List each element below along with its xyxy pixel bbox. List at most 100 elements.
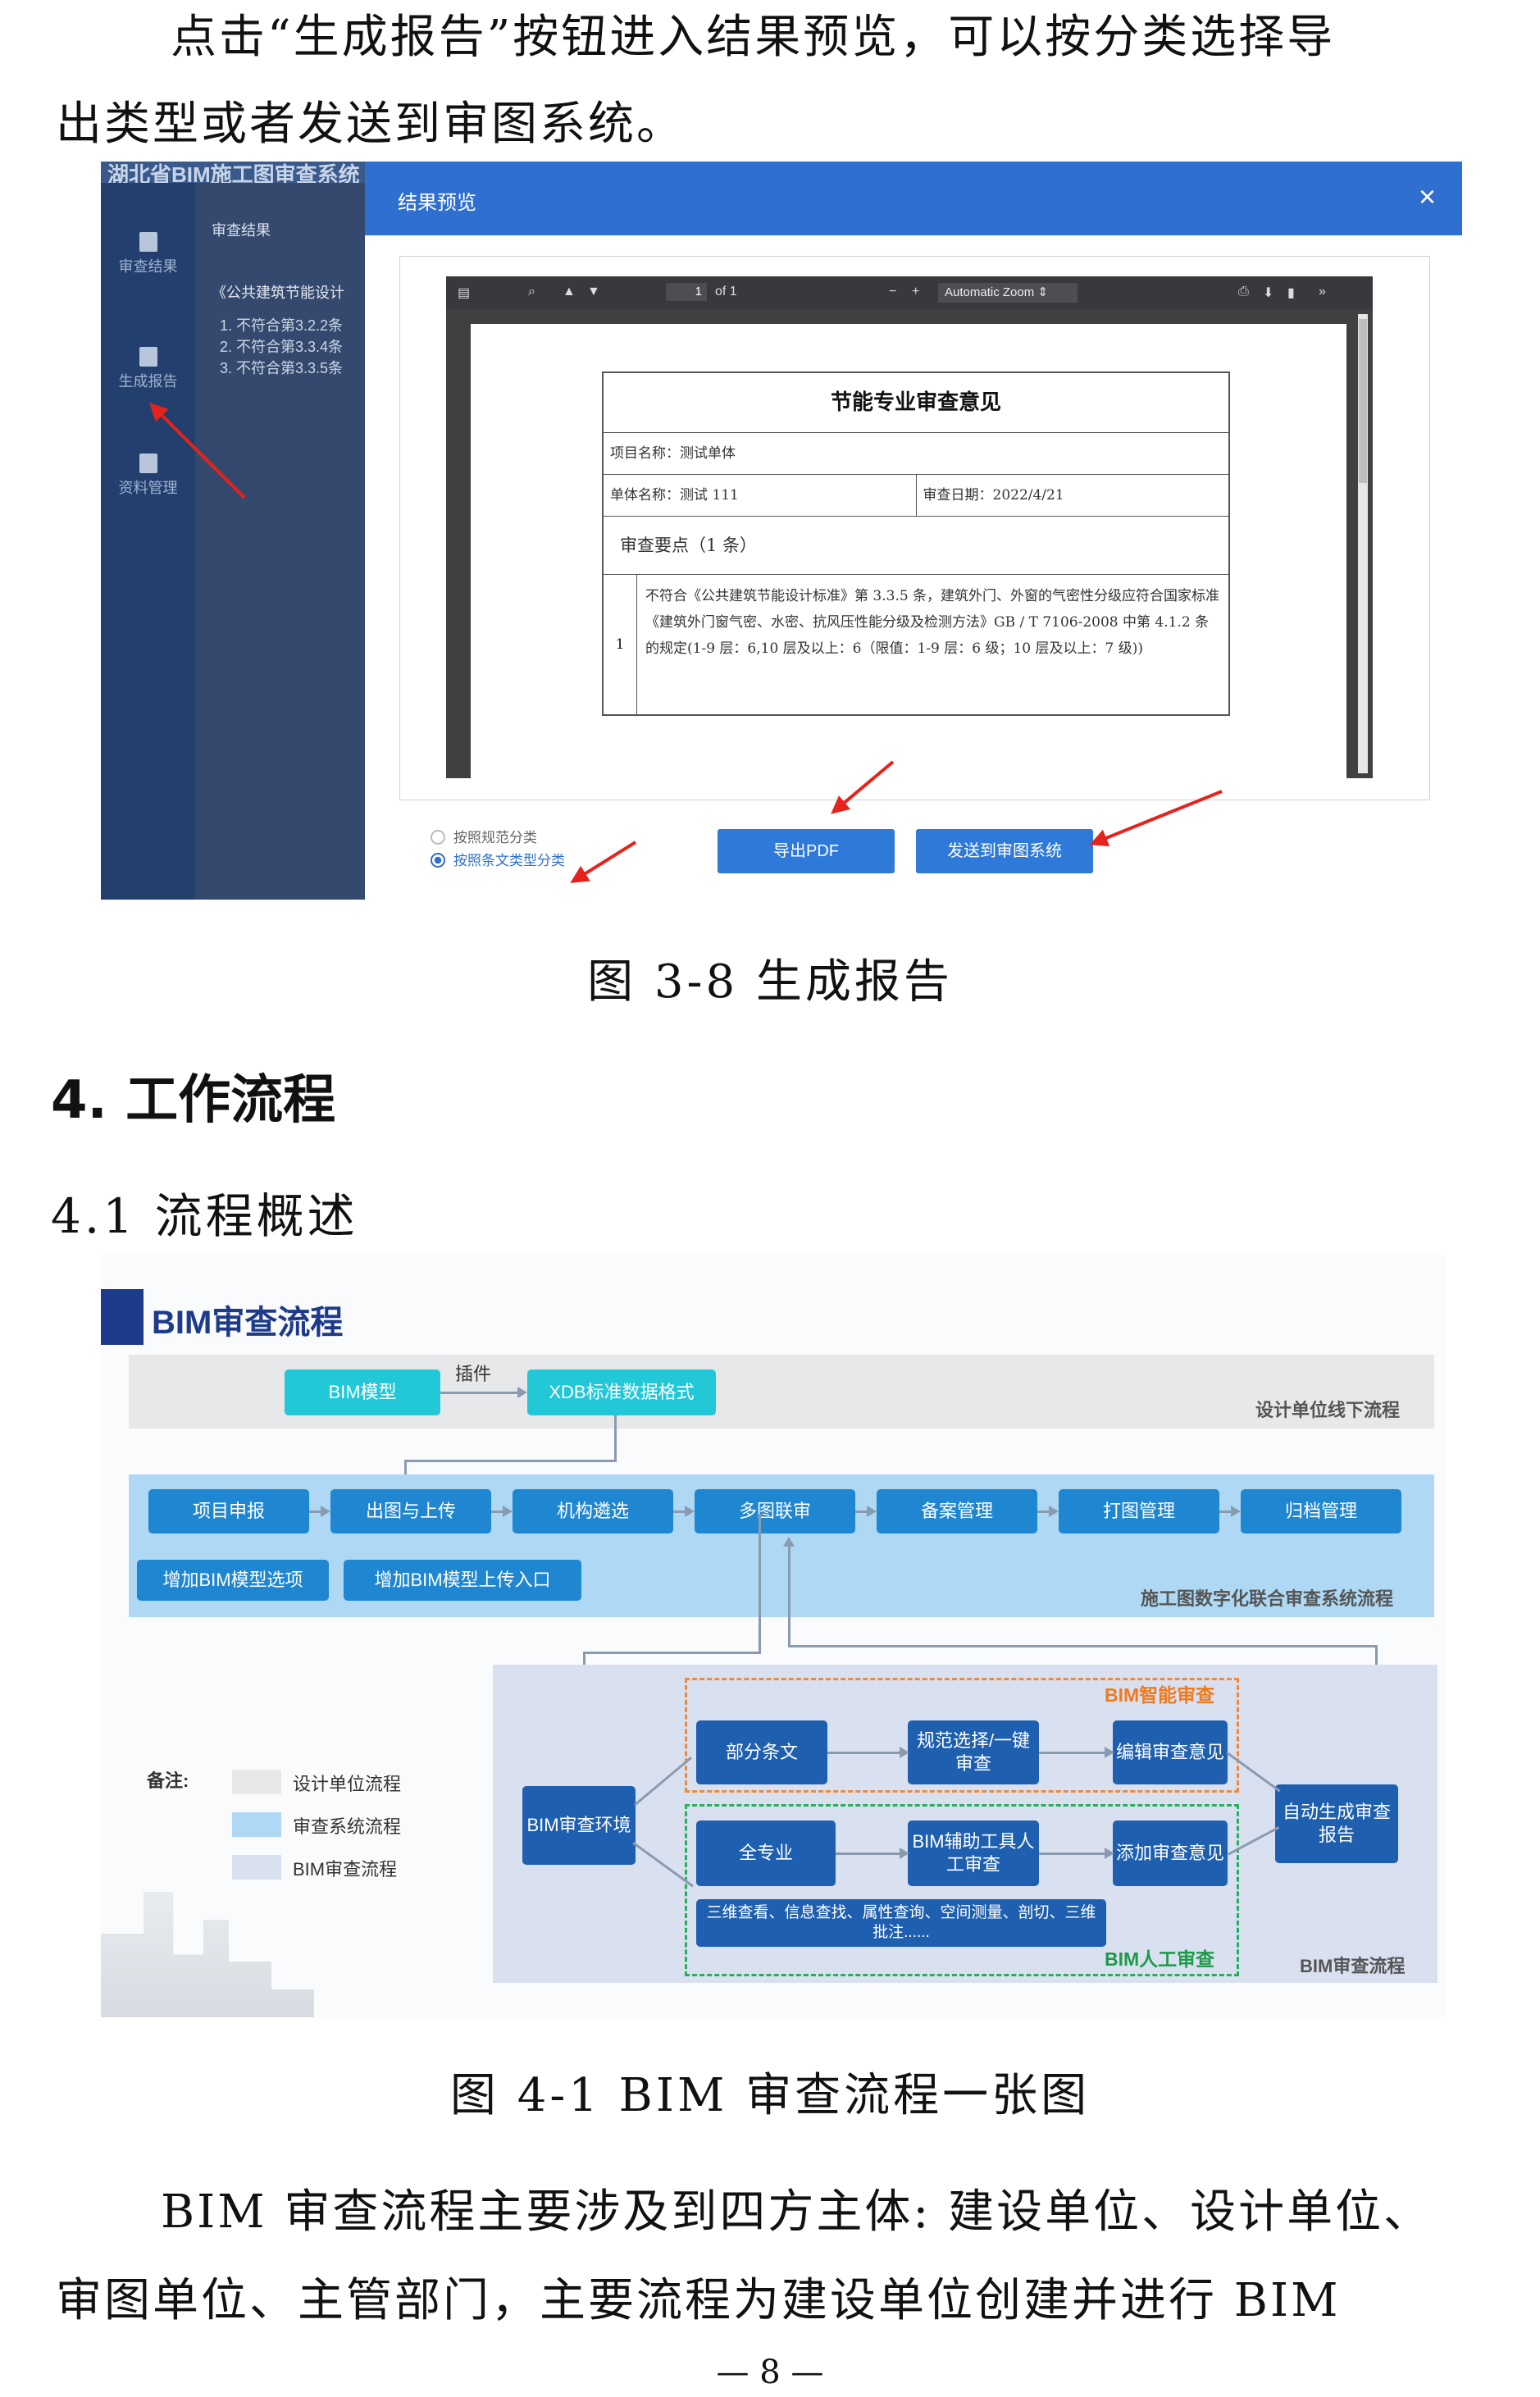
arrow-head [900, 1747, 909, 1758]
zoom-select[interactable]: Automatic Zoom ⇕ [938, 283, 1078, 303]
report-points: 审查要点（1 条） [604, 517, 1228, 575]
panel-line[interactable]: 3. 不符合第3.3.5条 [220, 360, 344, 376]
box-edit-opinion: 编辑审查意见 [1113, 1720, 1228, 1784]
arrow-head [1105, 1747, 1114, 1758]
connector [440, 1392, 519, 1394]
flow-step: 备案管理 [877, 1489, 1037, 1533]
connector [309, 1511, 322, 1513]
pdf-scrollbar[interactable] [1358, 314, 1368, 773]
pdf-frame: ▤ ⌕ ▲ ▼ 1 of 1 − + Automatic Zoom ⇕ ⎙ ⬇ … [399, 256, 1430, 800]
docs-icon [139, 453, 157, 473]
smart-review-title: BIM智能审查 [1105, 1684, 1215, 1706]
bookmark-icon[interactable]: ▮ [1287, 286, 1295, 300]
title-marker [101, 1289, 144, 1345]
page-number-input[interactable]: 1 [666, 283, 707, 301]
arrow-head [1049, 1506, 1059, 1517]
connector [1039, 1852, 1108, 1855]
search-icon[interactable]: ⌕ [528, 285, 535, 298]
arrow-head [1231, 1506, 1241, 1517]
connector [491, 1511, 504, 1513]
connector [1037, 1511, 1050, 1513]
connector [788, 1645, 1377, 1647]
report-item-text: 不符合《公共建筑节能设计标准》第 3.3.5 条，建筑外门、外窗的气密性分级应符… [645, 588, 1220, 657]
export-pdf-button[interactable]: 导出PDF [718, 829, 895, 873]
section-heading-4-1: 4.1 流程概述 [51, 1188, 358, 1244]
connector [583, 1652, 761, 1654]
result-preview-dialog: 结果预览 × ▤ ⌕ ▲ ▼ 1 of 1 − + Automatic Zoom… [365, 162, 1462, 900]
figure-3-8-caption: 图 3-8 生成报告 [587, 955, 953, 1009]
connector [759, 1514, 761, 1653]
more-tools-icon[interactable]: » [1319, 285, 1326, 298]
sidebar-item-results[interactable]: 审查结果 [101, 232, 195, 276]
box-bim-env: BIM审查环境 [522, 1786, 636, 1865]
panel-title: 审查结果 [212, 222, 271, 239]
sidebar-item-docs[interactable]: 资料管理 [101, 453, 195, 498]
panel-line[interactable]: 1. 不符合第3.2.2条 [220, 317, 344, 334]
connector [1219, 1511, 1232, 1513]
arrow-head [517, 1387, 527, 1398]
connector [788, 1545, 791, 1647]
smart-review-group [685, 1678, 1239, 1793]
download-icon[interactable]: ⬇ [1263, 286, 1274, 300]
section-heading-4: 4. 工作流程 [51, 1070, 336, 1131]
arrow-head [900, 1848, 909, 1859]
band-label-bim: BIM审查流程 [1300, 1956, 1406, 1976]
legend-title: 备注: [147, 1770, 189, 1791]
legend-item: 审查系统流程 [293, 1816, 402, 1837]
body-line-2: 审图单位、主管部门，主要流程为建设单位创建并进行 BIM [56, 2274, 1341, 2327]
connector [1039, 1752, 1108, 1754]
connector [673, 1511, 686, 1513]
radio-by-article-type[interactable]: 按照条文类型分类 [431, 849, 565, 869]
send-to-review-button[interactable]: 发送到审图系统 [916, 829, 1093, 873]
legend-swatch-system [232, 1812, 281, 1837]
building-decoration [101, 1892, 314, 2017]
panel-line[interactable]: 2. 不符合第3.3.4条 [220, 339, 344, 355]
report-date: 审查日期：2022/4/21 [923, 487, 1064, 504]
arrow-head [867, 1506, 877, 1517]
legend-swatch-bim [232, 1855, 281, 1880]
report-project: 项目名称：测试单体 [604, 433, 1228, 475]
pdf-page: 节能专业审查意见 项目名称：测试单体 单体名称：测试 111 审查日期：2022… [471, 324, 1346, 778]
sidebar-toggle-icon[interactable]: ▤ [458, 286, 471, 300]
page-number: — 8 — [716, 2354, 824, 2391]
report-title: 节能专业审查意见 [604, 373, 1228, 433]
connector [827, 1752, 903, 1754]
report-icon [139, 347, 157, 367]
radio-by-spec[interactable]: 按照规范分类 [431, 826, 537, 846]
box-all-disciplines: 全专业 [696, 1821, 836, 1886]
zoom-out-icon[interactable]: − [889, 285, 897, 298]
arrow-head [321, 1506, 330, 1517]
report-unit: 单体名称：测试 111 [604, 475, 917, 516]
panel-book[interactable]: 《公共建筑节能设计 [212, 285, 344, 301]
report-item: 1 不符合《公共建筑节能设计标准》第 3.3.5 条，建筑外门、外窗的气密性分级… [604, 575, 1228, 714]
legend-swatch-design [232, 1770, 281, 1794]
figure-3-8-screenshot: 湖北省BIM施工图审查系统 审查结果 生成报告 资料管理 审查结果 《公共建筑节… [101, 162, 1462, 900]
connector [836, 1852, 903, 1855]
connector [614, 1415, 617, 1461]
box-xdb: XDB标准数据格式 [527, 1369, 716, 1415]
intro-line-2: 出类型或者发送到审图系统。 [56, 98, 685, 151]
flow-step: 多图联审 [695, 1489, 855, 1533]
next-page-icon[interactable]: ▼ [587, 285, 600, 298]
zoom-in-icon[interactable]: + [912, 285, 920, 298]
sidebar-item-report[interactable]: 生成报告 [101, 347, 195, 391]
figure-4-1-caption: 图 4-1 BIM 审查流程一张图 [449, 2069, 1091, 2122]
arrow-head [503, 1506, 513, 1517]
report-item-number: 1 [604, 575, 637, 714]
page-total: of 1 [715, 285, 737, 298]
pdf-toolbar: ▤ ⌕ ▲ ▼ 1 of 1 − + Automatic Zoom ⇕ ⎙ ⬇ … [446, 276, 1373, 309]
band-label-review: 施工图数字化联合审查系统流程 [1141, 1588, 1394, 1609]
legend-item: BIM审查流程 [293, 1859, 398, 1880]
previous-page-icon[interactable]: ▲ [563, 285, 576, 298]
arrow-head [685, 1506, 695, 1517]
flow-step: 项目申报 [148, 1489, 309, 1533]
print-icon[interactable]: ⎙ [1238, 285, 1249, 298]
box-tools: 三维查看、信息查找、属性查询、空间测量、剖切、三维批注...... [696, 1899, 1106, 1947]
arrow-head [783, 1537, 795, 1547]
box-add-bim-upload: 增加BIM模型上传入口 [344, 1560, 581, 1601]
connector [855, 1511, 868, 1513]
box-add-bim-option: 增加BIM模型选项 [137, 1560, 329, 1601]
box-assist-tools: BIM辅助工具人工审查 [908, 1821, 1039, 1886]
close-icon[interactable]: × [1418, 180, 1436, 213]
results-icon [139, 232, 157, 252]
